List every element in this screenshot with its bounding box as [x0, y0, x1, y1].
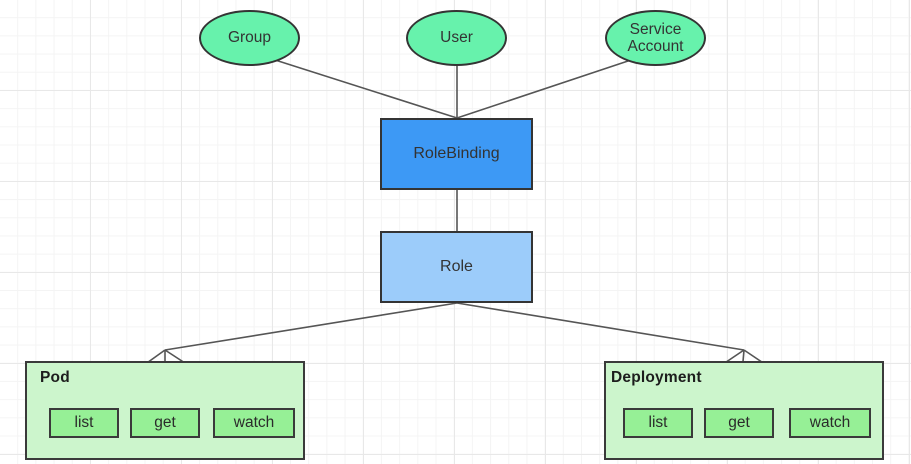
verb-pod-list[interactable]: list — [49, 408, 119, 438]
verb-pod-list-label: list — [74, 414, 94, 431]
node-group-label: Group — [227, 29, 272, 47]
resource-group-deployment-title: Deployment — [611, 369, 702, 386]
node-group[interactable]: Group — [199, 10, 300, 66]
verb-deployment-list[interactable]: list — [623, 408, 693, 438]
verb-pod-get[interactable]: get — [130, 408, 200, 438]
edge-role-to-pod — [164, 302, 458, 351]
verb-pod-watch[interactable]: watch — [213, 408, 295, 438]
edge-serviceaccount-to-rolebinding — [456, 58, 635, 119]
verb-deployment-watch[interactable]: watch — [789, 408, 871, 438]
verb-deployment-get-label: get — [728, 414, 750, 431]
edge-group-to-rolebinding — [271, 58, 458, 119]
verb-deployment-get[interactable]: get — [704, 408, 774, 438]
verb-deployment-list-label: list — [648, 414, 668, 431]
node-rolebinding-label: RoleBinding — [413, 145, 500, 163]
resource-group-pod-title: Pod — [40, 369, 70, 386]
verb-deployment-watch-label: watch — [809, 414, 851, 431]
node-service-account[interactable]: Service Account — [605, 10, 706, 66]
node-service-account-label: Service Account — [627, 20, 684, 55]
edge-role-to-deployment — [456, 302, 745, 351]
verb-pod-get-label: get — [154, 414, 176, 431]
node-user[interactable]: User — [406, 10, 507, 66]
node-role[interactable]: Role — [380, 231, 533, 303]
verb-pod-watch-label: watch — [233, 414, 275, 431]
node-role-label: Role — [440, 258, 473, 276]
node-user-label: User — [440, 29, 473, 47]
node-rolebinding[interactable]: RoleBinding — [380, 118, 533, 190]
